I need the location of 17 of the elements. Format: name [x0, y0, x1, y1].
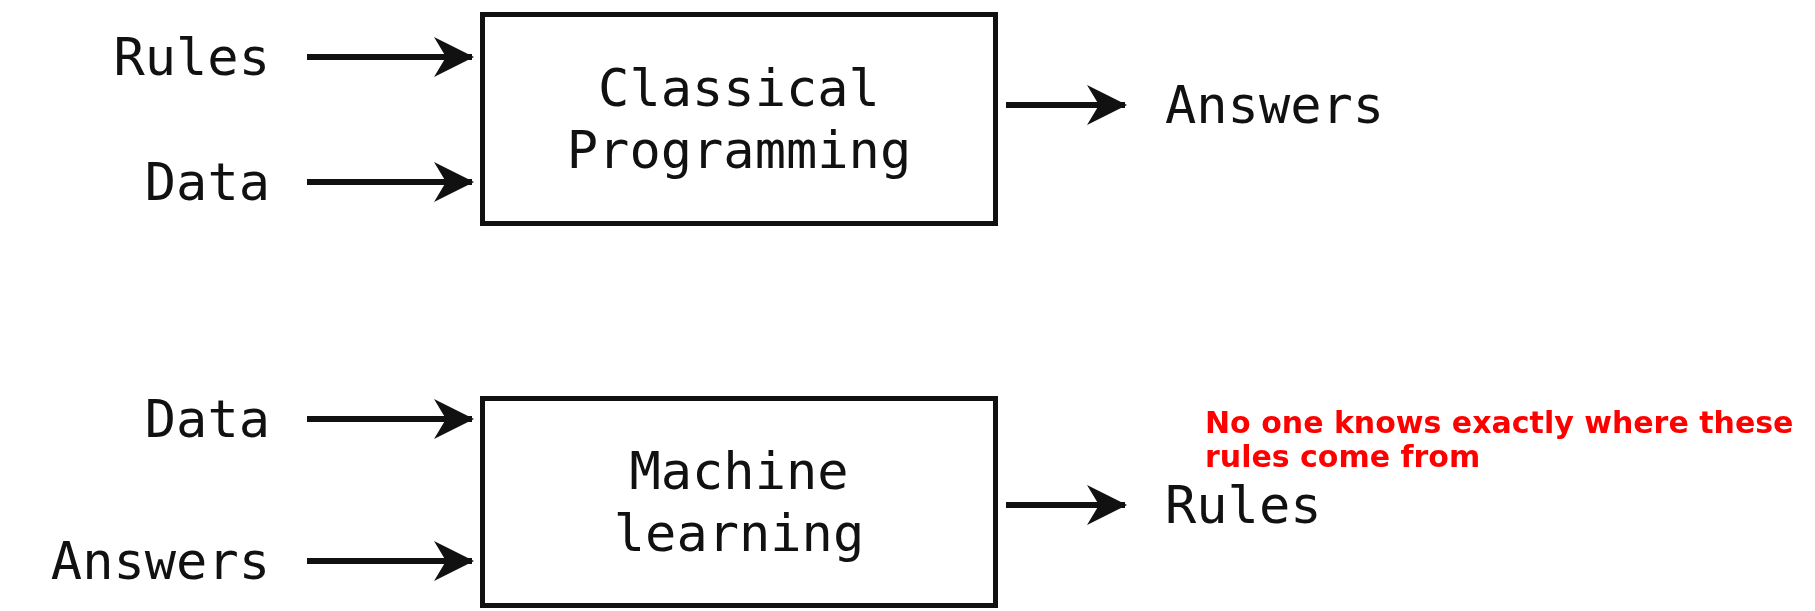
note-text: No one knows exactly where these rules come from — [1205, 406, 1795, 474]
arrow — [307, 162, 474, 202]
node-label: Data — [144, 156, 270, 208]
node-label: Rules — [113, 31, 270, 83]
process-box — [480, 12, 998, 226]
arrow — [307, 37, 474, 77]
arrow — [307, 541, 474, 581]
process-box — [480, 396, 998, 608]
box-label: Machine learning — [612, 440, 866, 564]
arrow — [1006, 485, 1127, 525]
node-label: Answers — [1165, 79, 1385, 131]
box-label: Classical Programming — [565, 57, 913, 181]
arrow — [307, 399, 474, 439]
arrow — [1006, 85, 1127, 125]
node-label: Rules — [1165, 479, 1322, 531]
node-label: Data — [144, 393, 270, 445]
node-label: Answers — [50, 535, 270, 587]
